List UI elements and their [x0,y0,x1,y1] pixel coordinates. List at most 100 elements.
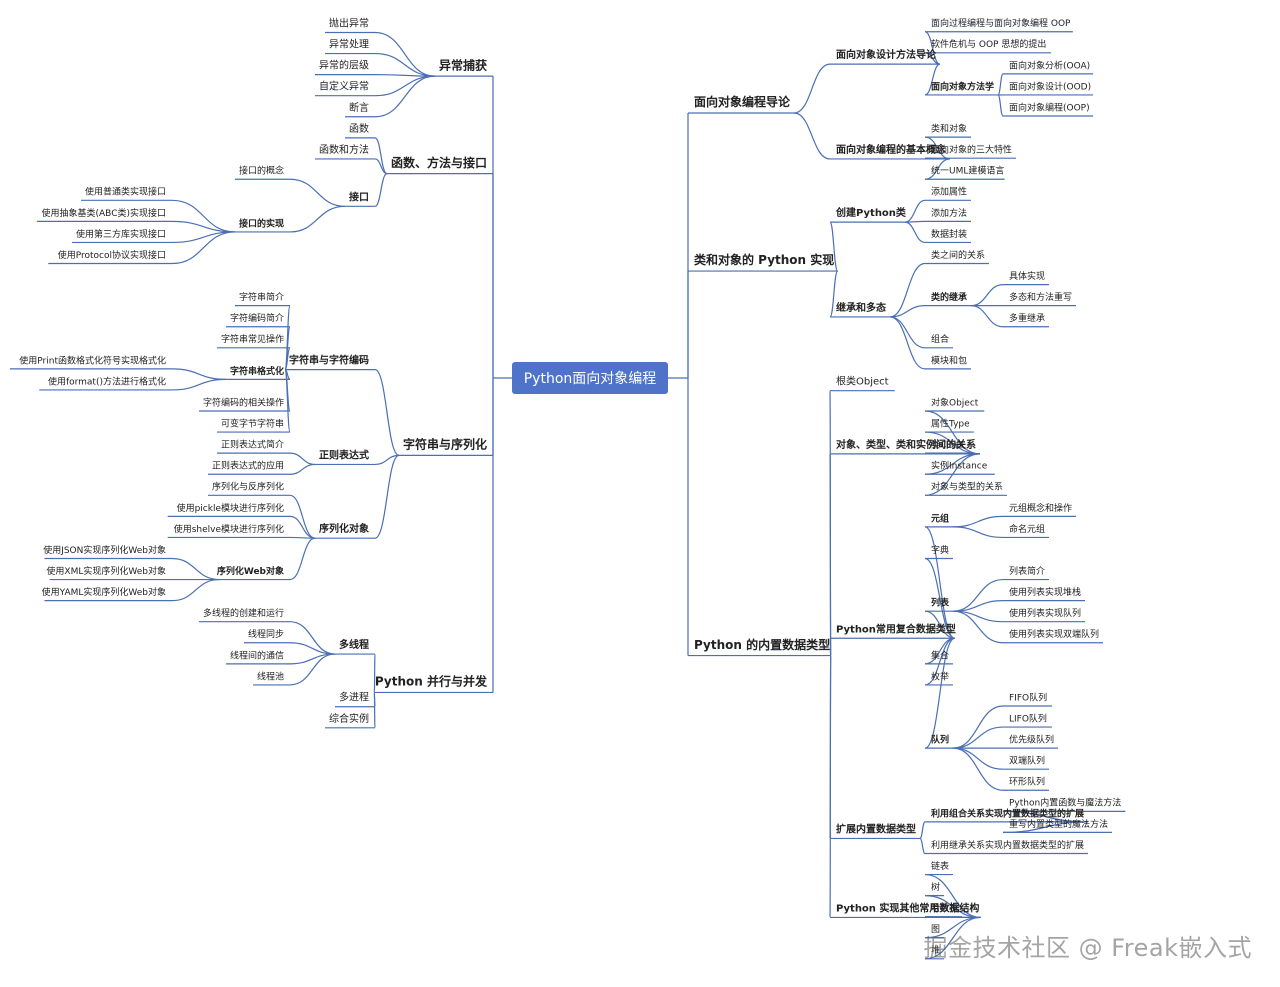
topic-链表: 链表 [931,860,949,872]
topic-利用组合关系实现内置数据类型的扩展: 利用组合关系实现内置数据类型的扩展 [930,807,1084,819]
topic-字符编码简介: 字符编码简介 [230,312,284,324]
branch-connector [904,199,926,223]
topic-正则表达式: 正则表达式 [319,448,369,461]
topic-python-并行与并发: Python 并行与并发 [375,674,488,689]
topic-python内置函数与魔法方法: Python内置函数与魔法方法 [1009,797,1121,809]
topic-类和对象: 类和对象 [931,123,967,135]
topic-环形队列: 环形队列 [1009,776,1045,788]
branch-connector [952,610,1004,644]
topic-列表简介: 列表简介 [1009,565,1045,577]
branch-connector [924,610,955,639]
topic-继承和多态: 继承和多态 [836,301,886,314]
topic-面向对象编程的基本概念: 面向对象编程的基本概念 [836,143,946,156]
branch-connector [289,537,316,581]
topic-面向对象分析-ooa: 面向对象分析(OOA) [1009,59,1090,71]
topic-面向对象设计-ood: 面向对象设计(OOD) [1009,80,1091,92]
branch-connector [889,262,926,318]
topic-线程间的通信: 线程间的通信 [230,649,284,661]
topic-利用继承关系实现内置数据类型的扩展: 利用继承关系实现内置数据类型的扩展 [931,839,1084,851]
branch-connector [289,536,316,539]
topic-哈希表: 哈希表 [931,902,958,914]
topic-优先级队列: 优先级队列 [1009,734,1054,746]
topic-序列化与反序列化: 序列化与反序列化 [212,481,284,493]
branch-connector [924,63,941,96]
branch-connector [374,75,436,118]
branch-connector [952,747,1004,770]
topic-面向对象的三大特性: 面向对象的三大特性 [931,144,1012,156]
topic-使用yaml实现序列化web对象: 使用YAML实现序列化Web对象 [42,586,166,598]
branch-connector [924,431,981,455]
topic-线程同步: 线程同步 [248,628,284,640]
branch-connector [284,369,291,433]
topic-接口的概念: 接口的概念 [239,165,284,177]
topic-统一uml建模语言: 统一UML建模语言 [931,165,1004,177]
topic-命名元组: 命名元组 [1009,523,1045,535]
branch-connector [829,221,839,272]
branch-connector [289,452,316,466]
topic-添加方法: 添加方法 [931,207,967,219]
branch-connector [171,368,227,381]
topic-使用第三方库实现接口: 使用第三方库实现接口 [76,228,166,240]
topic-接口: 接口 [349,190,369,203]
topic-python-的内置数据类型: Python 的内置数据类型 [694,637,830,652]
topic-元组: 元组 [931,512,949,524]
topic-异常处理: 异常处理 [329,38,369,51]
topic-正则表达式的应用: 正则表达式的应用 [212,460,284,472]
branch-connector [924,31,941,65]
topic-使用json实现序列化web对象: 使用JSON实现序列化Web对象 [43,544,166,556]
branch-connector [997,73,1004,96]
topic-综合实例: 综合实例 [329,712,369,725]
topic-使用xml实现序列化web对象: 使用XML实现序列化Web对象 [46,565,166,577]
topic-函数和方法: 函数和方法 [319,143,369,156]
topic-数据封装: 数据封装 [931,228,967,240]
topic-面向对象方法学: 面向对象方法学 [931,80,994,92]
branch-connector [952,515,1004,528]
branch-connector [919,821,926,840]
branch-connector [952,526,1004,539]
topic-使用抽象基类-abc类-实现接口: 使用抽象基类(ABC类)实现接口 [42,207,166,219]
topic-列表: 列表 [931,597,950,609]
topic-使用shelve模块进行序列化: 使用shelve模块进行序列化 [174,523,284,535]
topic-异常的层级: 异常的层级 [319,59,369,72]
branch-connector [997,94,1004,117]
topic-使用print函数格式化符号实现格式化: 使用Print函数格式化符号实现格式化 [19,354,166,366]
branch-connector [924,895,981,919]
branch-connector [924,453,981,496]
watermark: 掘金技术社区 @ Freak嵌入式 [923,934,1252,962]
branch-connector [171,557,220,581]
branch-connector [374,31,436,77]
branch-connector [970,305,1004,328]
topic-多线程的创建和运行: 多线程的创建和运行 [203,607,284,619]
topic-组合: 组合 [931,333,949,345]
topic-使用pickle模块进行序列化: 使用pickle模块进行序列化 [177,502,284,514]
root-topic-box [512,362,668,394]
topic-异常捕获: 异常捕获 [439,57,487,72]
branch-connector [289,205,346,233]
topic-图: 图 [931,924,940,935]
branch-connector [171,378,227,391]
topic-对象与类型的关系: 对象与类型的关系 [931,481,1003,493]
topic-对象object: 对象Object [931,396,979,408]
topic-多线程: 多线程 [339,638,369,651]
topic-线程池: 线程池 [257,670,284,682]
topic-字符串常见操作: 字符串常见操作 [221,333,284,345]
topic-面向对象设计方法导论: 面向对象设计方法导论 [836,48,937,61]
topic-字典: 字典 [931,544,949,556]
topic-python-实现其他常用数据结构: Python 实现其他常用数据结构 [836,901,979,914]
branch-connector [924,526,956,639]
branch-connector [829,270,839,318]
branch-connector [374,137,388,175]
topic-枚举: 枚举 [931,670,949,682]
branch-connector [924,637,956,749]
topic-可变字节字符串: 可变字节字符串 [221,417,284,429]
topic-面向过程编程与面向对象编程-oop: 面向过程编程与面向对象编程 OOP [931,17,1071,29]
topic-使用列表实现队列: 使用列表实现队列 [1009,607,1081,619]
branch-connector [373,653,376,694]
topic-使用format-方法进行格式化: 使用format()方法进行格式化 [48,375,166,387]
topic-根类object: 根类Object [836,375,889,388]
branch-connector [289,178,346,207]
root-topic: Python面向对象编程 [524,371,657,387]
topic-多重继承: 多重继承 [1009,312,1045,324]
topic-类和对象的-python-实现: 类和对象的 Python 实现 [694,252,834,267]
